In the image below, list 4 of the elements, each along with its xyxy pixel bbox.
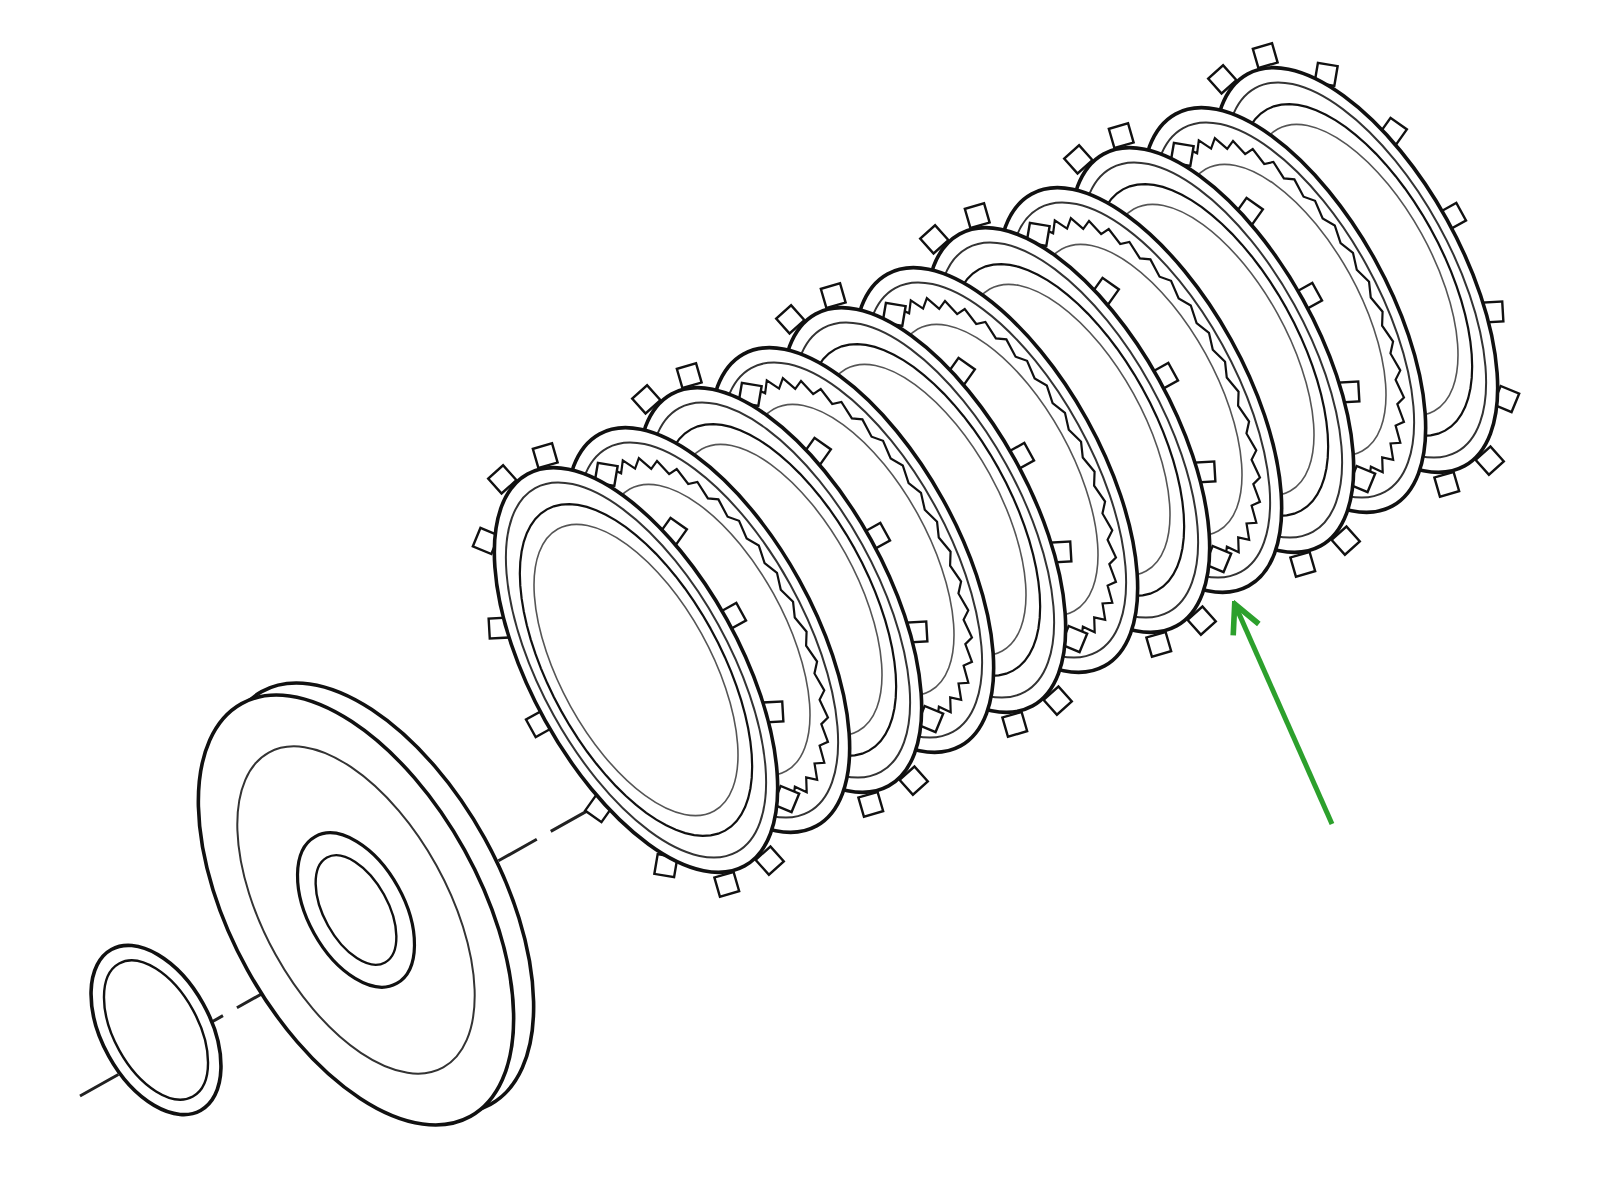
- arrow: [1230, 601, 1335, 825]
- seal-ring-drawing: [89, 943, 223, 1117]
- piston-drawing: [196, 681, 536, 1127]
- clutch-pack-drawing: [471, 41, 1521, 899]
